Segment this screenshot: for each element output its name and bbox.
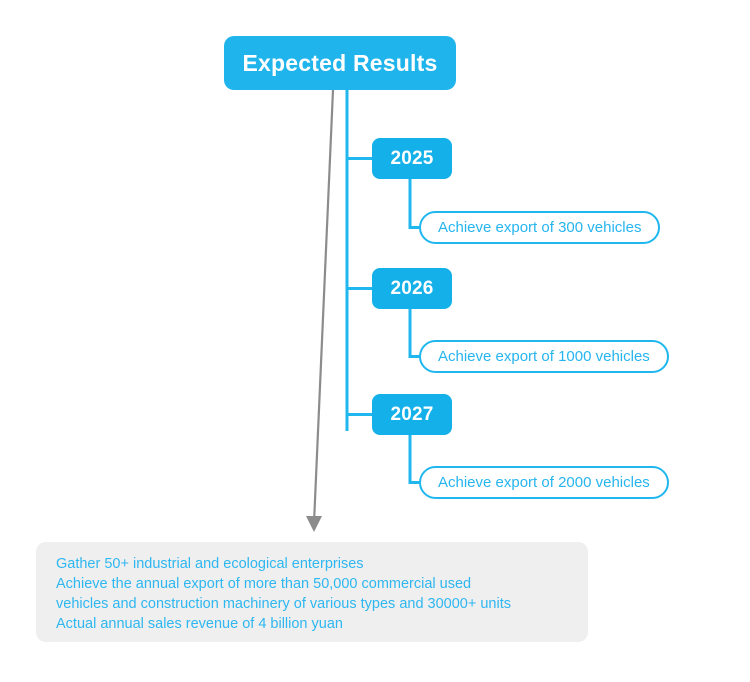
year-node-label: 2026	[390, 277, 434, 299]
leaf-pill-label: Achieve export of 2000 vehicles	[438, 474, 650, 491]
leaf-pill-label: Achieve export of 1000 vehicles	[438, 348, 650, 365]
root-node-label: Expected Results	[242, 49, 438, 76]
elbow-2027	[408, 435, 421, 484]
year-node-2027[interactable]: 2027	[372, 394, 452, 435]
year-node-2026[interactable]: 2026	[372, 268, 452, 309]
leaf-pill-2026[interactable]: Achieve export of 1000 vehicles	[419, 340, 669, 373]
elbow-2025	[408, 179, 421, 229]
summary-box: Gather 50+ industrial and ecological ent…	[36, 542, 588, 642]
root-node[interactable]: Expected Results	[224, 36, 456, 90]
year-node-label: 2027	[390, 403, 434, 425]
year-node-label: 2025	[390, 147, 434, 169]
summary-line: Achieve the annual export of more than 5…	[56, 576, 472, 592]
summary-line: vehicles and construction machinery of v…	[56, 596, 512, 612]
year-node-2025[interactable]: 2025	[372, 138, 452, 179]
summary-line: Gather 50+ industrial and ecological ent…	[56, 556, 364, 572]
summary-arrow-line	[312, 89, 335, 524]
leaf-pill-2027[interactable]: Achieve export of 2000 vehicles	[419, 466, 669, 499]
summary-arrow-head	[306, 516, 322, 532]
leaf-pill-label: Achieve export of 300 vehicles	[438, 219, 642, 236]
leaf-pill-2025[interactable]: Achieve export of 300 vehicles	[419, 211, 661, 244]
elbow-2026	[408, 309, 421, 358]
summary-line: Actual annual sales revenue of 4 billion…	[56, 616, 343, 632]
